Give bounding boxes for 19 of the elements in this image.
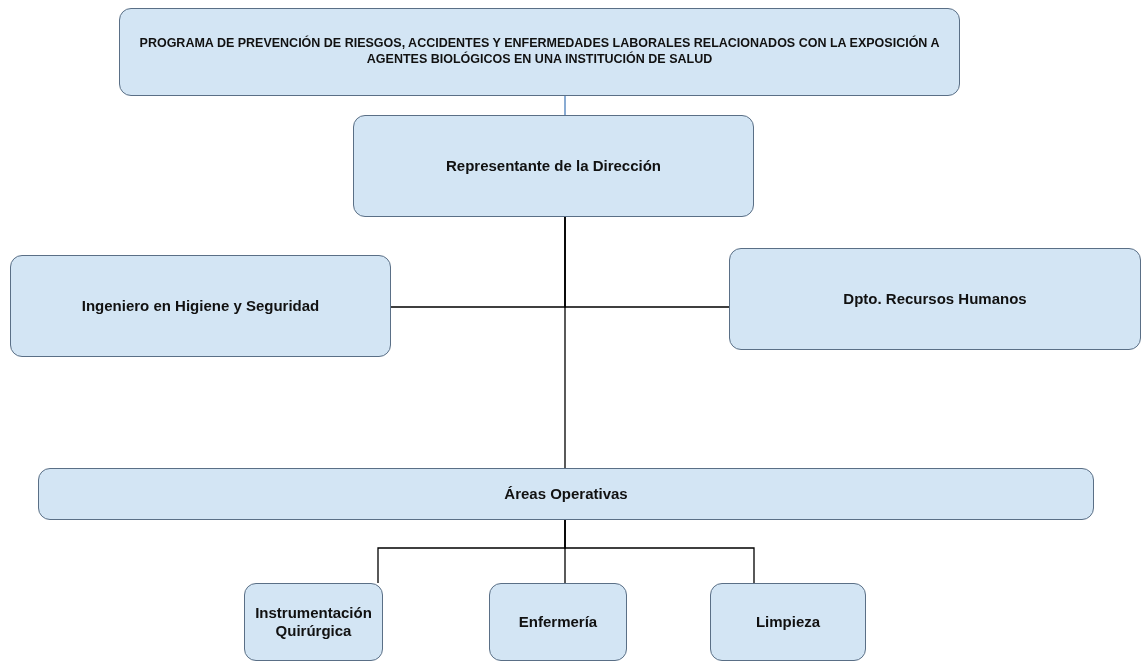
box-label: PROGRAMA DE PREVENCIÓN DE RIESGOS, ACCIDENTES Y ENFERMEDADES LABORALES RELACIONADOS CON LA EXPOSICIÓN A AGENTES BIOLÓGICOS EN UNA INSTITUCIÓN DE SALUD (138, 36, 941, 68)
org-chart-box (244, 583, 383, 661)
box-label: Áreas Operativas (504, 485, 628, 503)
connector-line (564, 95, 566, 116)
box-label: Dpto. Recursos Humanos (843, 290, 1027, 308)
org-chart-box (119, 8, 960, 96)
box-label: Limpieza (755, 613, 821, 631)
org-chart-box (489, 583, 627, 661)
connector-line (564, 519, 755, 584)
org-chart-box (353, 115, 754, 217)
org-chart-box (38, 468, 1094, 520)
box-label: Ingeniero en Higiene y Seguridad (81, 297, 320, 315)
box-label: Instrumentación Quirúrgica (255, 604, 372, 640)
box-label: Representante de la Dirección (445, 157, 662, 175)
connector-line (564, 216, 566, 469)
org-chart-box (10, 255, 391, 357)
org-chart-box (710, 583, 866, 661)
org-chart-box (729, 248, 1141, 350)
box-label: Enfermería (518, 613, 598, 631)
